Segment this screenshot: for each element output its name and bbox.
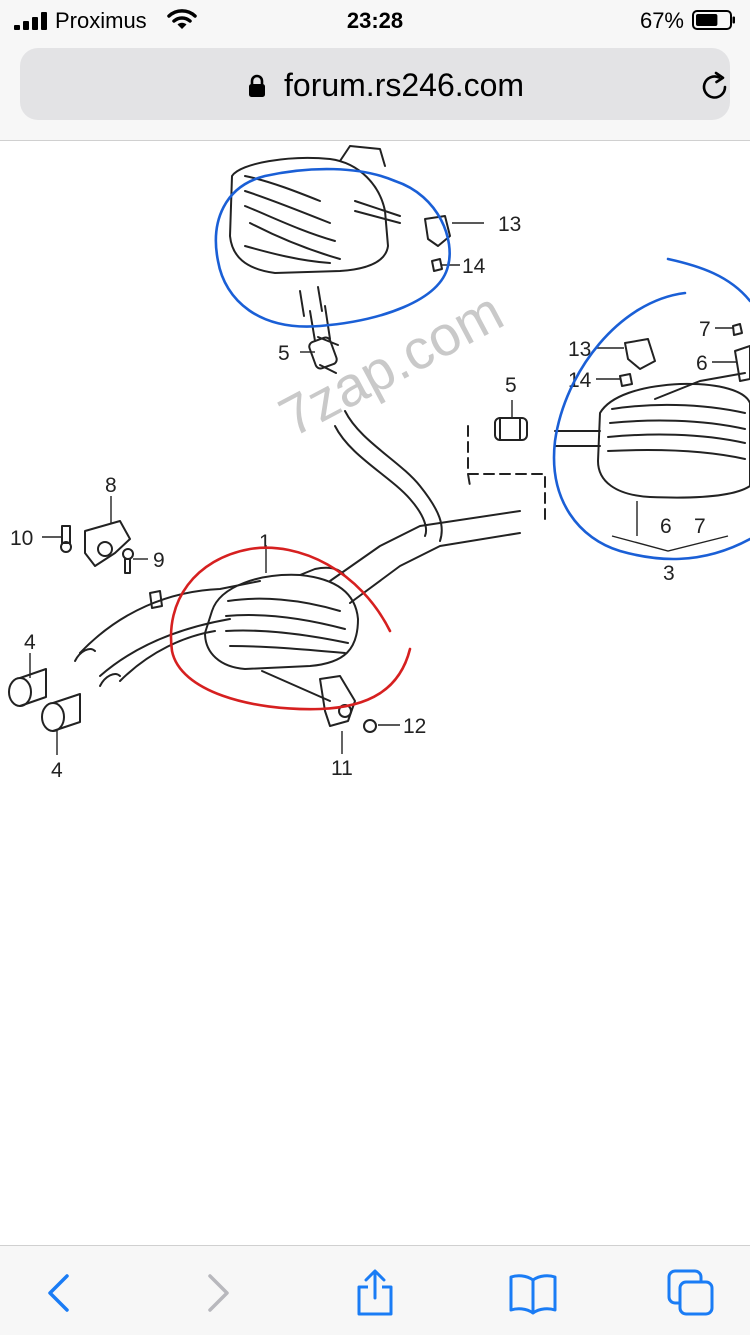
pipe-lines bbox=[79, 286, 601, 682]
part-number-14-upper: 14 bbox=[462, 255, 486, 278]
battery-icon bbox=[692, 10, 735, 30]
bolt-part-10 bbox=[60, 525, 72, 553]
browser-address-area: forum.rs246.com bbox=[0, 42, 750, 141]
clamp-part-5-top bbox=[308, 336, 339, 374]
bracket-stub bbox=[149, 590, 163, 609]
url-text: forum.rs246.com bbox=[284, 67, 525, 103]
part-number-11: 11 bbox=[331, 757, 353, 780]
part-number-8: 8 bbox=[105, 474, 117, 497]
bracket-part-11 bbox=[319, 675, 356, 727]
bracket-part-8 bbox=[84, 520, 131, 567]
exhaust-diagram-image: 7zap.com 13 14 5 5 13 14 7 6 6 7 3 8 9 1… bbox=[8, 145, 750, 782]
watermark: 7zap.com bbox=[269, 279, 513, 449]
part-number-7-upper: 7 bbox=[699, 318, 711, 341]
blue-annotation-circle-right bbox=[552, 257, 750, 561]
part-number-1: 1 bbox=[259, 531, 271, 554]
part-number-12: 12 bbox=[403, 715, 426, 738]
handdrawn-annotations bbox=[169, 167, 750, 711]
part-number-6: 6 bbox=[660, 515, 672, 538]
lock-icon bbox=[249, 74, 265, 97]
part-numbers: 13 14 5 5 13 14 7 6 6 7 3 8 9 10 1 11 12… bbox=[10, 213, 711, 782]
part-number-4-upper: 4 bbox=[24, 631, 36, 654]
part-number-3: 3 bbox=[663, 562, 675, 585]
part-number-13-right: 13 bbox=[568, 338, 591, 361]
bookmarks-icon[interactable] bbox=[508, 1268, 558, 1318]
back-icon[interactable] bbox=[34, 1268, 84, 1318]
part-number-10: 10 bbox=[10, 527, 33, 550]
part-number-5-right: 5 bbox=[505, 374, 517, 397]
wifi-icon bbox=[167, 9, 197, 29]
nut-part-12 bbox=[363, 719, 377, 733]
cellular-signal-icon bbox=[14, 12, 48, 30]
status-time: 23:28 bbox=[346, 8, 404, 33]
tabs-icon[interactable] bbox=[666, 1268, 716, 1318]
part-number-6-upper: 6 bbox=[696, 352, 708, 375]
red-annotation-circle-center bbox=[169, 546, 412, 711]
status-bar: Proximus 23:28 67% bbox=[0, 0, 750, 42]
address-bar[interactable]: forum.rs246.com bbox=[20, 48, 730, 120]
reload-icon[interactable] bbox=[698, 70, 732, 104]
share-icon[interactable] bbox=[350, 1268, 400, 1318]
battery-percentage: 67% bbox=[639, 8, 684, 33]
blue-annotation-circle-upper bbox=[214, 167, 451, 328]
clamp-part-4 bbox=[8, 648, 121, 732]
clamp-part-5-right bbox=[494, 417, 528, 441]
forward-icon[interactable] bbox=[193, 1268, 243, 1318]
leader-lines bbox=[29, 222, 736, 755]
bolt-part-9 bbox=[122, 548, 134, 574]
part-number-9: 9 bbox=[153, 549, 165, 572]
part-number-13-upper: 13 bbox=[498, 213, 521, 236]
browser-toolbar bbox=[0, 1245, 750, 1335]
exhaust-parts-diagram: 7zap.com 13 14 5 5 13 14 7 6 6 7 3 8 9 1… bbox=[0, 141, 750, 1245]
rear-muffler-left bbox=[229, 145, 451, 274]
part-number-14-right: 14 bbox=[568, 369, 592, 392]
rear-muffler-right bbox=[597, 323, 750, 499]
part-number-4-lower: 4 bbox=[51, 759, 63, 782]
part-number-7: 7 bbox=[694, 515, 706, 538]
part-number-5-upper: 5 bbox=[278, 342, 290, 365]
carrier-name: Proximus bbox=[55, 8, 147, 33]
